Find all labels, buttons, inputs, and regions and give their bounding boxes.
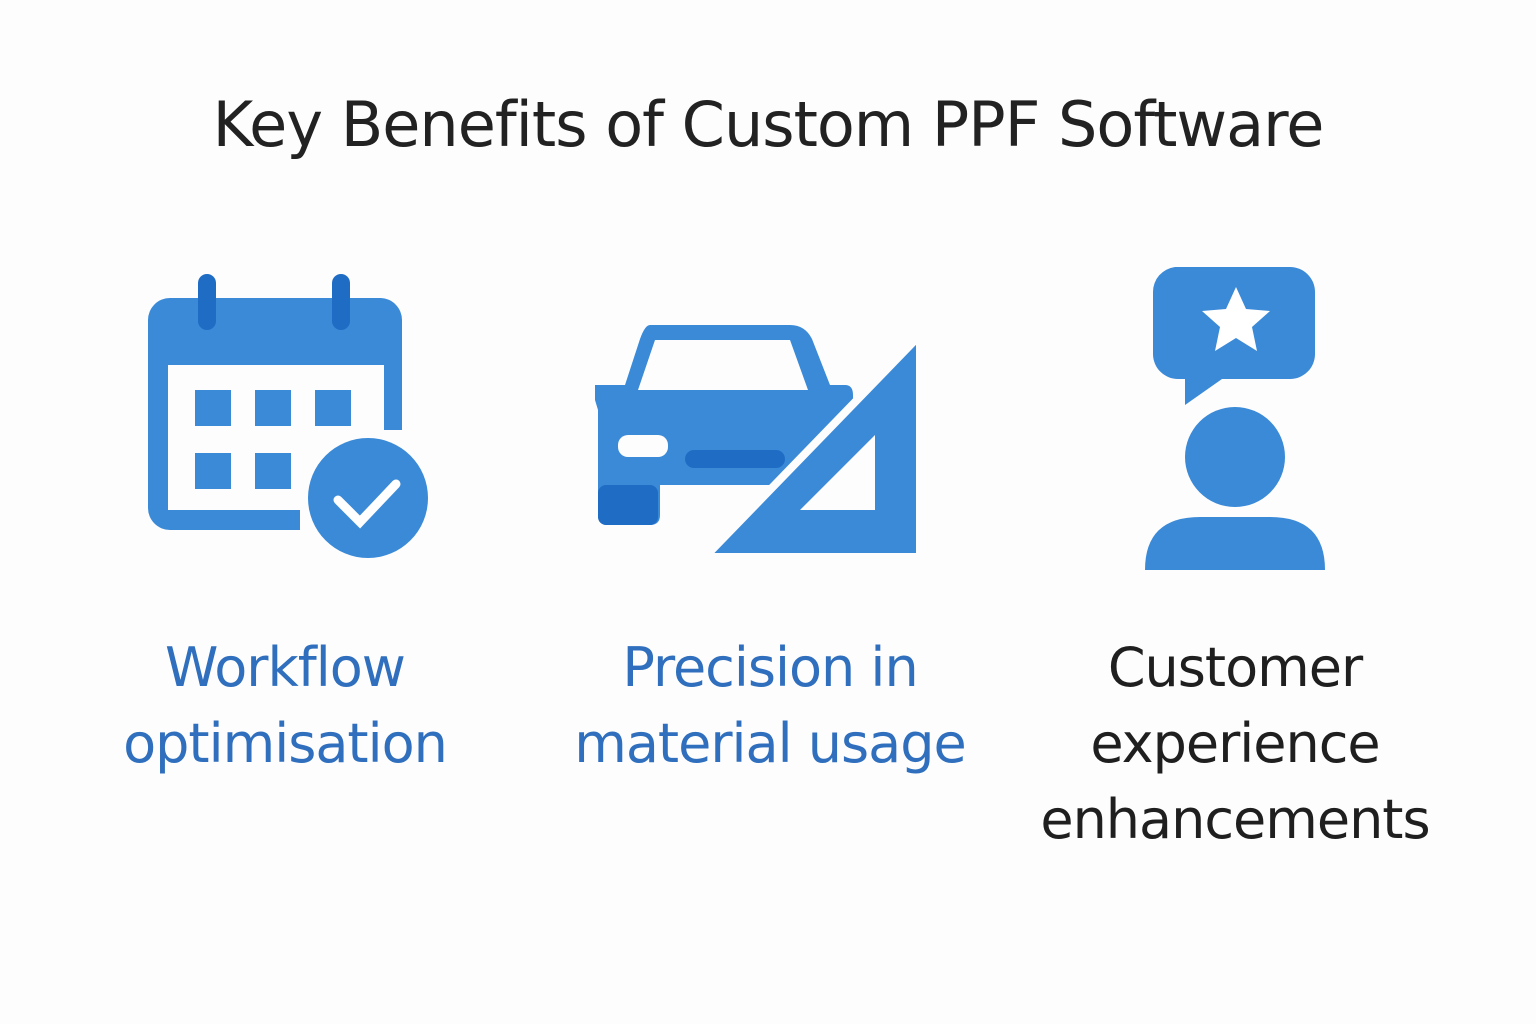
benefit-customer-label: Customer experience enhancements (1000, 630, 1470, 858)
label-line: optimisation (123, 712, 448, 775)
benefit-precision-label: Precision in material usage (540, 630, 1000, 782)
label-line: Workflow (165, 636, 406, 699)
car-ruler-icon (595, 325, 924, 561)
label-line: enhancements (1040, 788, 1430, 851)
calendar-check-icon (148, 274, 428, 558)
label-line: Customer (1107, 636, 1363, 699)
benefit-workflow-label: Workflow optimisation (60, 630, 510, 782)
label-line: experience (1090, 712, 1380, 775)
page-title: Key Benefits of Custom PPF Software (212, 88, 1325, 161)
label-line: Precision in (622, 636, 918, 699)
customer-rating-icon (1145, 267, 1325, 570)
label-line: material usage (574, 712, 967, 775)
